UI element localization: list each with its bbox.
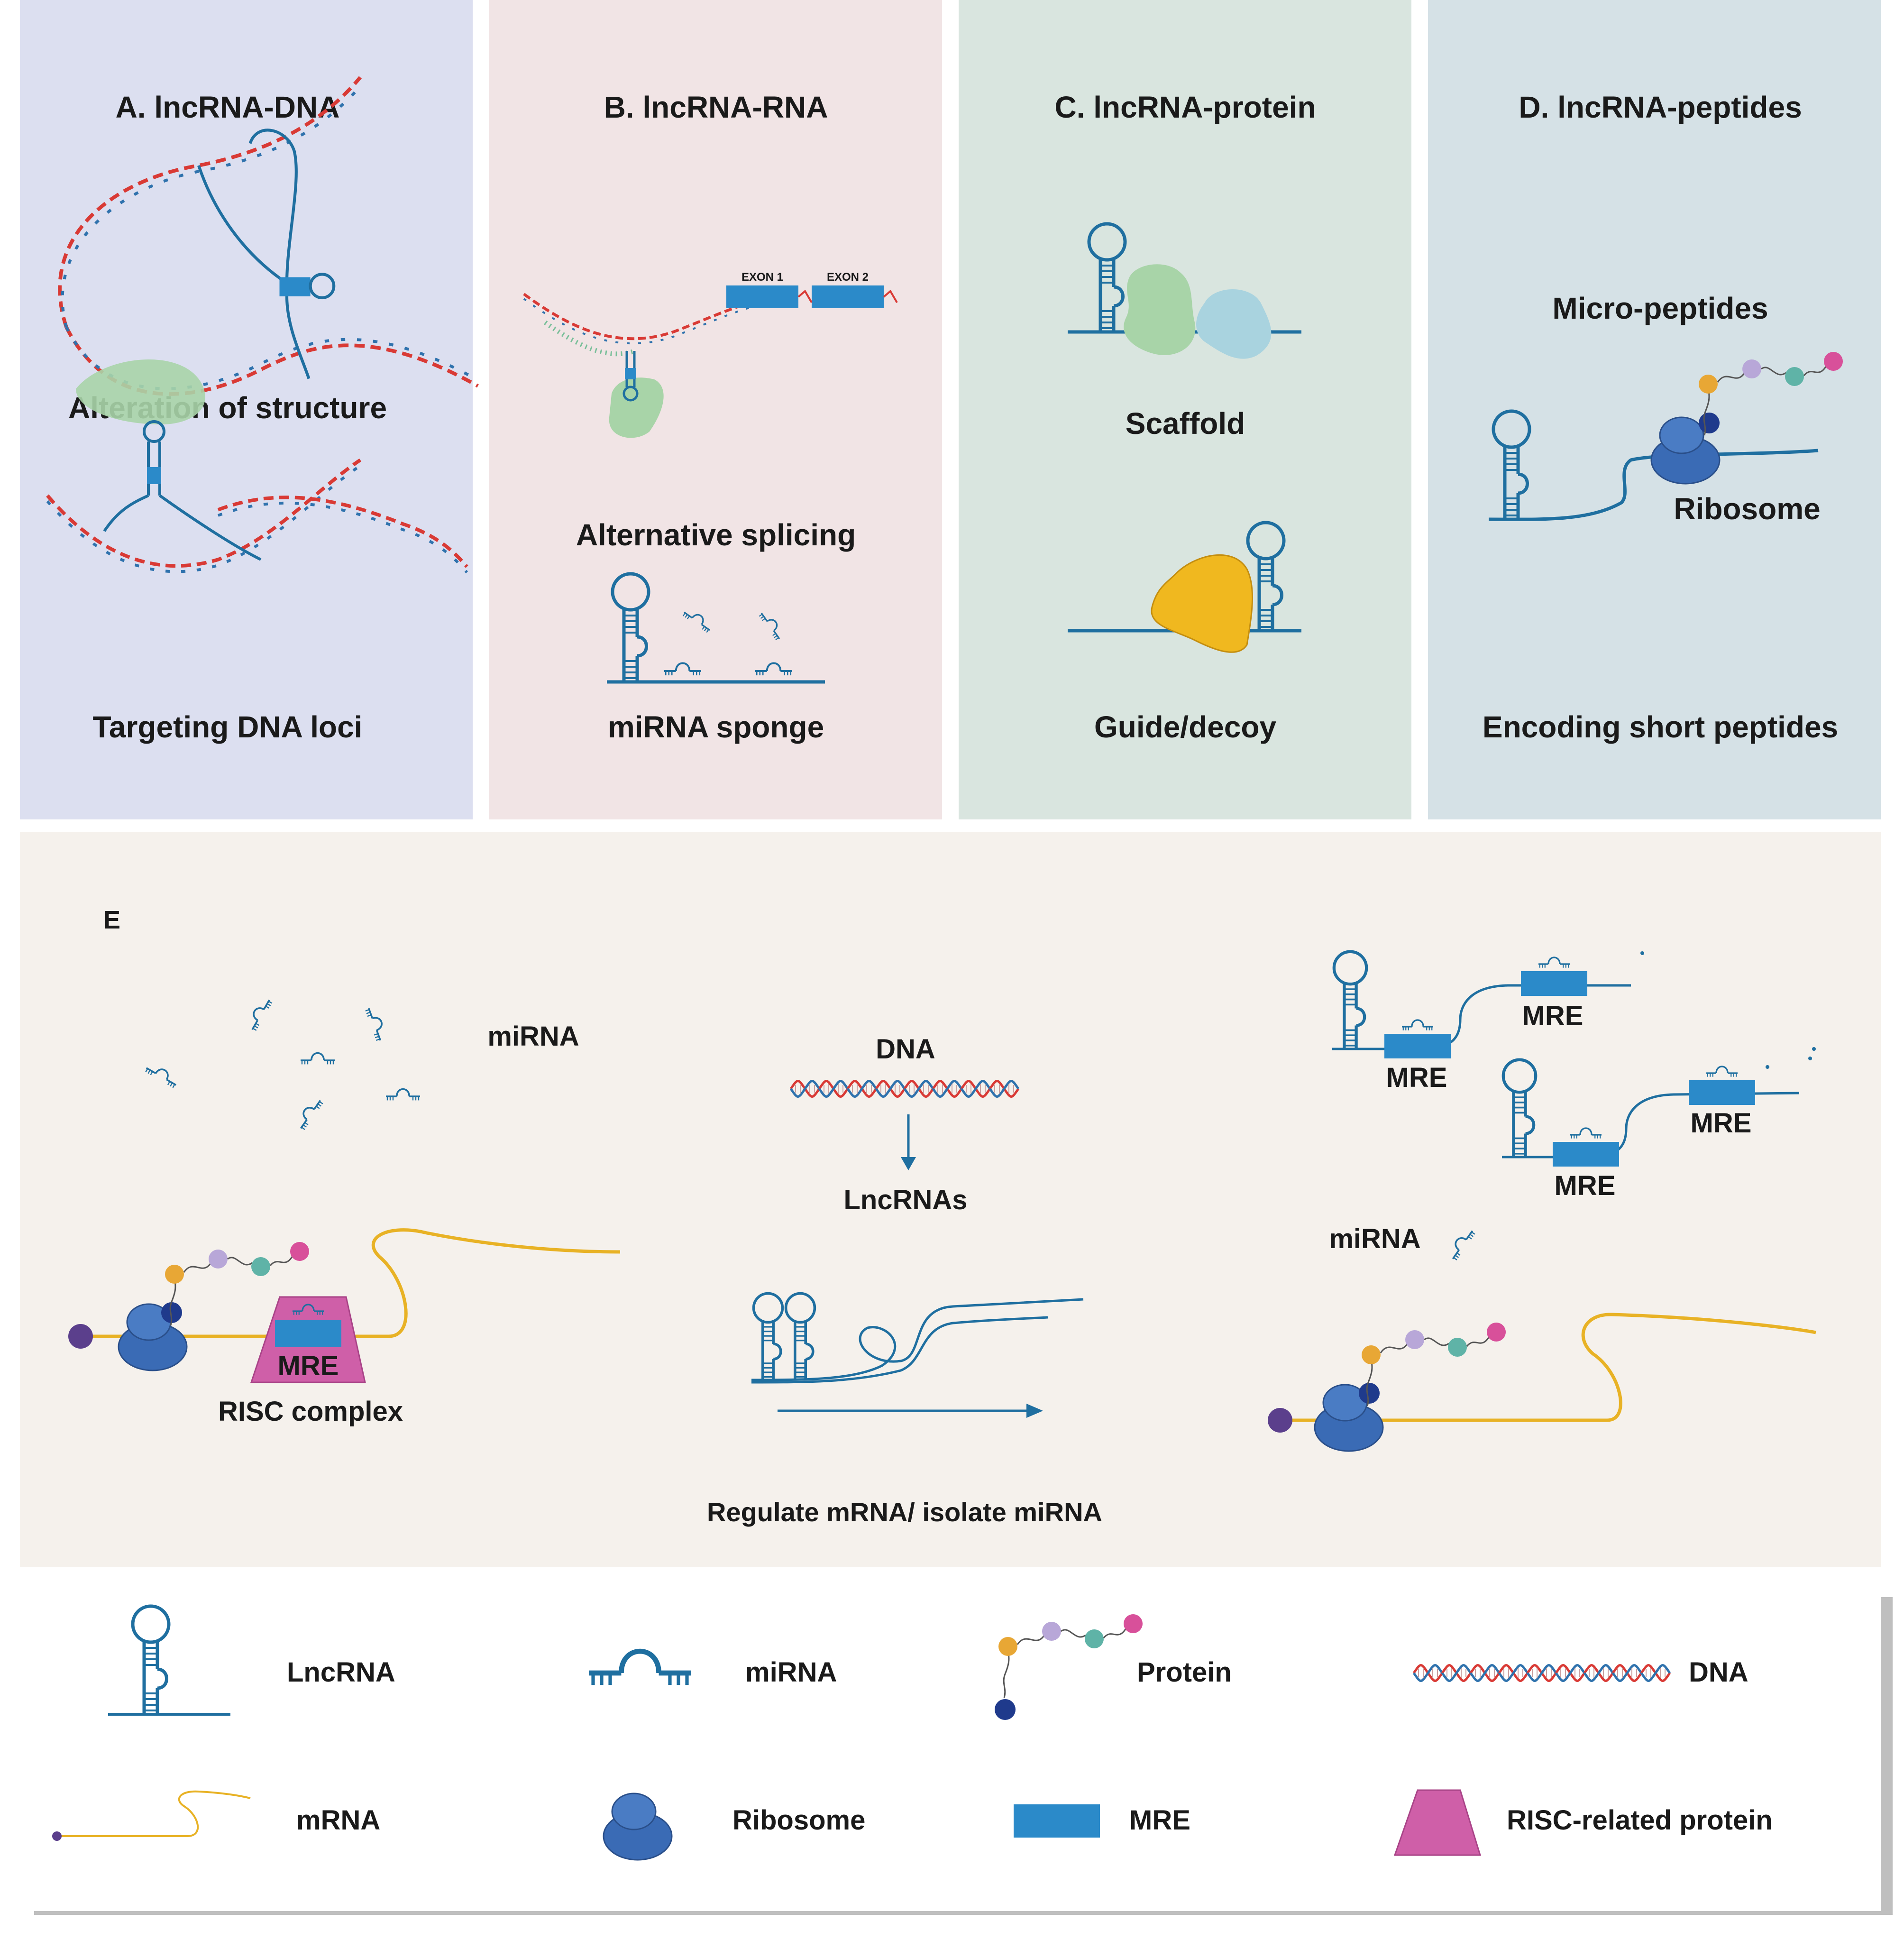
scaffold-diagram: [1068, 224, 1301, 359]
panel-a-title: A. lncRNA-DNA: [116, 90, 340, 124]
panel-b: B. lncRNA-RNA EXON 1 EXON 2 Alternative …: [489, 0, 942, 819]
panel-d: D. lncRNA-peptides Micro-peptides Riboso…: [1428, 0, 1881, 819]
mre-label-top-right: MRE: [1522, 1001, 1584, 1031]
legend-dna-label: DNA: [1689, 1657, 1748, 1688]
legend-risc-icon: [1393, 1789, 1482, 1856]
transcription-arrow: [901, 1114, 916, 1170]
panel-b-label-sponge: miRNA sponge: [608, 710, 824, 744]
lncrna-mre-sponge-bottom: [1502, 1047, 1816, 1167]
panel-b-label-splicing: Alternative splicing: [576, 518, 856, 552]
panel-b-title: B. lncRNA-RNA: [604, 90, 828, 124]
legend-ribosome-label: Ribosome: [732, 1805, 865, 1836]
panel-c-label-guide: Guide/decoy: [1094, 710, 1277, 744]
guide-decoy-diagram: [1068, 523, 1301, 653]
panel-e-label-mirna-right: miRNA: [1329, 1223, 1420, 1254]
panel-e-label-risc: RISC complex: [218, 1396, 403, 1427]
panel-d-label-ribosome: Ribosome: [1674, 492, 1820, 526]
panel-d-label-encoding: Encoding short peptides: [1483, 710, 1838, 744]
legend-mrna-label: mRNA: [296, 1805, 380, 1836]
panel-e-label-dna: DNA: [876, 1034, 935, 1065]
panel-e-caption: Regulate mRNA/ isolate miRNA: [707, 1497, 1102, 1527]
panel-c-label-scaffold: Scaffold: [1126, 406, 1245, 441]
risc-mre-label: MRE: [278, 1351, 339, 1381]
legend-risc-label: RISC-related protein: [1507, 1805, 1773, 1836]
translating-mrna-right: [1268, 1313, 1816, 1452]
panel-d-title: D. lncRNA-peptides: [1519, 90, 1802, 124]
mre-label-top-left: MRE: [1386, 1062, 1447, 1093]
micropeptide-diagram: [1488, 351, 1844, 521]
legend-lncrna-icon: [108, 1606, 230, 1714]
risc-mrna-diagram: MRE: [68, 1228, 621, 1383]
panel-a: A. lncRNA-DNA Alteration of structure: [20, 0, 479, 819]
panel-d-label-micropeptides: Micro-peptides: [1552, 291, 1768, 325]
legend-mre-label: MRE: [1129, 1805, 1190, 1836]
lncrna-mre-sponge-top: [1332, 951, 1644, 1058]
exon-1-label: EXON 1: [741, 271, 783, 284]
mre-label-mid-right: MRE: [1691, 1108, 1752, 1139]
dna-loop-diagram-top: [58, 76, 479, 396]
panel-c-title: C. lncRNA-protein: [1054, 90, 1316, 124]
panel-e: E miRNA MRE RISC complex DNA: [20, 832, 1881, 1567]
legend-mirna-label: miRNA: [745, 1657, 837, 1688]
mirna-sponge-diagram: [607, 574, 825, 684]
legend-protein-icon: [995, 1613, 1144, 1720]
lncrna-transcripts: [751, 1294, 1084, 1418]
exon-2-label: EXON 2: [827, 271, 869, 284]
legend-mrna-icon: [52, 1790, 251, 1841]
legend-lncrna-label: LncRNA: [287, 1657, 395, 1688]
panel-a-label-targeting: Targeting DNA loci: [93, 710, 363, 744]
dna-targeting-diagram: [46, 359, 468, 574]
legend-protein-label: Protein: [1137, 1657, 1232, 1688]
panel-e-label-mirna: miRNA: [487, 1021, 579, 1052]
legend: LncRNA miRNA Protein DNA mRNA Ribosome: [20, 1584, 1893, 1915]
panel-c: C. lncRNA-protein Scaffold Guide/decoy: [959, 0, 1411, 819]
legend-mre-icon: [1014, 1804, 1100, 1838]
panel-e-label-lncrnas: LncRNAs: [843, 1185, 967, 1215]
panel-e-title: E: [103, 906, 120, 934]
mre-label-mid-left: MRE: [1555, 1170, 1616, 1201]
splicing-diagram: EXON 1 EXON 2: [523, 271, 898, 438]
